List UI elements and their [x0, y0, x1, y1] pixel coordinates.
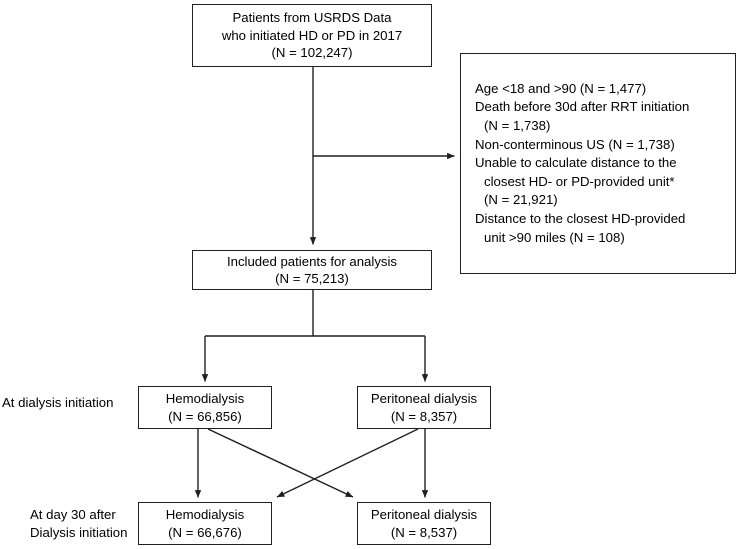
node-included-line-1: Included patients for analysis: [226, 253, 398, 269]
node-included-patients: Included patients for analysis (N = 75,2…: [192, 250, 432, 290]
node-init-pd-line-1: Peritoneal dialysis: [370, 391, 478, 406]
exclusion-item: Unable to calculate distance to the clos…: [475, 154, 725, 210]
exclusion-item-main: Unable to calculate distance to the: [475, 155, 677, 171]
row-label-day-30: At day 30 after Dialysis initiation: [30, 506, 127, 541]
row-label-dialysis-initiation: At dialysis initiation: [2, 394, 113, 412]
node-included-line-2: (N = 75,213): [275, 271, 349, 286]
exclusion-item-main: Death before 30d after RRT initiation: [475, 99, 690, 115]
node-day30-pd-line-1: Peritoneal dialysis: [370, 507, 478, 522]
node-day30-hd-line-1: Hemodialysis: [165, 507, 245, 522]
node-initiation-peritoneal-dialysis: Peritoneal dialysis (N = 8,357): [357, 386, 491, 429]
exclusion-item-main: Distance to the closest HD-provided: [475, 210, 686, 226]
node-init-pd-line-2: (N = 8,357): [390, 408, 458, 424]
row-label-day30-line-2: Dialysis initiation: [30, 524, 128, 540]
exclusion-item: Age <18 and >90 (N = 1,477): [475, 80, 725, 99]
connector-pd-to-hd-crossover: [276, 428, 419, 498]
exclusion-item: Death before 30d after RRT initiation (N…: [475, 98, 725, 135]
node-init-hd-line-2: (N = 66,856): [168, 408, 242, 424]
node-day30-peritoneal-dialysis: Peritoneal dialysis (N = 8,537): [357, 502, 491, 545]
node-day30-hd-line-2: (N = 66,676): [168, 524, 242, 540]
node-day30-hemodialysis: Hemodialysis (N = 66,676): [138, 502, 272, 545]
node-day30-pd-line-2: (N = 8,537): [390, 524, 458, 540]
exclusion-item-cont: (N = 21,921): [484, 192, 558, 208]
node-exclusion-criteria: Age <18 and >90 (N = 1,477) Death before…: [460, 53, 736, 274]
node-init-hd-line-1: Hemodialysis: [165, 391, 245, 406]
row-label-day30-line-1: At day 30 after: [30, 507, 116, 522]
node-source-cohort: Patients from USRDS Data who initiated H…: [192, 4, 432, 67]
node-source-line-3: (N = 102,247): [271, 45, 353, 61]
node-source-line-1: Patients from USRDS Data: [232, 10, 392, 26]
exclusion-item: Non-conterminous US (N = 1,738): [475, 136, 725, 155]
node-source-line-2: who initiated HD or PD in 2017: [221, 27, 403, 43]
connector-hd-to-pd-crossover: [207, 428, 354, 498]
exclusion-item-cont: closest HD- or PD-provided unit*: [484, 173, 675, 189]
exclusion-item: Distance to the closest HD-provided unit…: [475, 210, 725, 247]
node-initiation-hemodialysis: Hemodialysis (N = 66,856): [138, 386, 272, 429]
exclusion-item-main: Non-conterminous US (N = 1,738): [475, 136, 675, 152]
row-label-initiation-line-1: At dialysis initiation: [2, 395, 114, 410]
exclusion-item-cont: unit >90 miles (N = 108): [484, 229, 625, 245]
exclusion-item-main: Age <18 and >90 (N = 1,477): [475, 80, 647, 96]
exclusion-item-cont: (N = 1,738): [484, 118, 551, 134]
